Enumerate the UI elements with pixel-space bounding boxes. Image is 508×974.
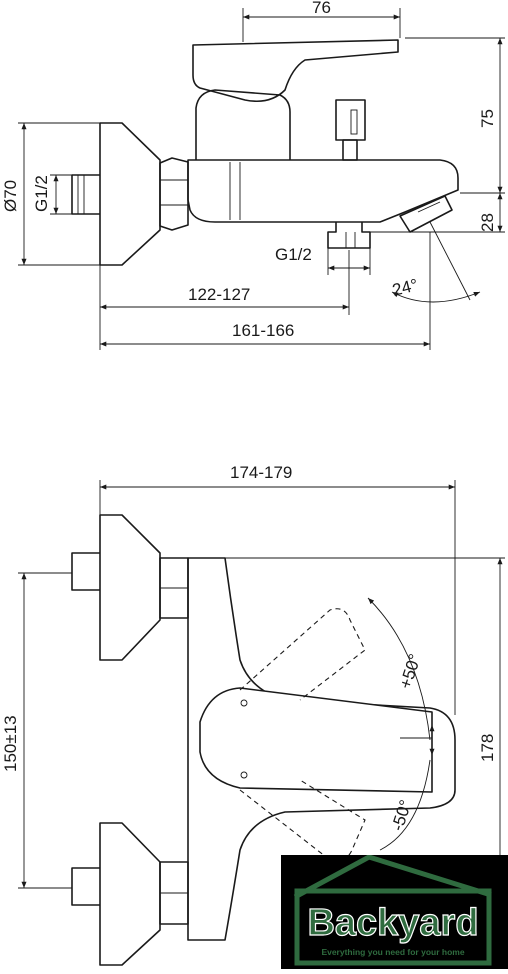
backyard-logo: Backyard Everything you need for your ho… — [281, 854, 508, 969]
top-wall-flange-lower — [99, 822, 161, 966]
dim-lever-plus: +50° — [396, 651, 425, 691]
dim-75: 75 — [478, 109, 497, 128]
top-wall-flange-upper — [99, 514, 161, 661]
dim-76: 76 — [312, 0, 331, 17]
top-lever-rotated-plus — [239, 608, 366, 701]
side-lever — [192, 39, 399, 103]
dim-angle-24: 24° — [390, 275, 420, 300]
house-body-icon — [294, 888, 492, 966]
top-lever — [199, 687, 433, 793]
side-outlet-nut — [327, 222, 371, 249]
top-lever-rotated-minus — [239, 779, 366, 862]
dim-thread-inlet: G1/2 — [32, 175, 51, 212]
house-roof-icon — [293, 854, 492, 900]
dim-174-179: 174-179 — [230, 463, 292, 482]
side-cartridge-housing — [195, 89, 291, 160]
dim-thread-outlet: G1/2 — [275, 245, 312, 264]
dim-122-127: 122-127 — [188, 285, 250, 304]
logo-tagline: Everything you need for your home — [321, 947, 464, 957]
dim-178: 178 — [478, 734, 497, 762]
dim-150-13: 150±13 — [1, 715, 20, 772]
logo-wordmark: Backyard — [307, 902, 478, 944]
side-spout-tip — [399, 195, 453, 233]
dim-161-166: 161-166 — [232, 321, 294, 340]
top-mixer-body — [187, 557, 456, 941]
side-wall-flange — [99, 122, 161, 266]
side-mixer-body — [187, 159, 459, 223]
dim-diameter: Ø70 — [1, 180, 20, 212]
dim-28: 28 — [478, 213, 497, 232]
side-diverter-knob — [335, 99, 366, 141]
top-view: 174-179 150±13 178 +50° -50° — [1, 463, 505, 966]
side-hex-nut — [159, 157, 189, 231]
side-inlet-stub — [71, 174, 100, 215]
dim-lever-minus: -50° — [388, 798, 416, 834]
side-view: 76 75 28 Ø70 G1/2 G1/2 122-127 161- — [1, 0, 505, 350]
backyard-logo-graphic: Backyard Everything you need for your ho… — [293, 854, 492, 966]
